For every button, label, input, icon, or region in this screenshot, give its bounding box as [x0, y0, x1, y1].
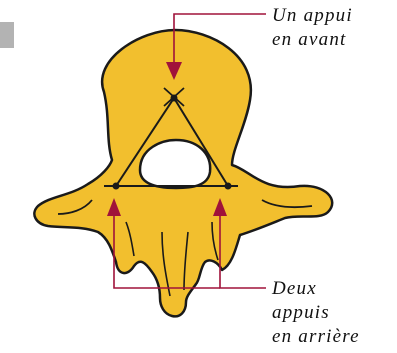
rear-supports-label: Deux appuis en arrière: [272, 277, 360, 349]
rear-supports-label-line1: Deux: [272, 277, 360, 301]
front-support-label: Un appui en avant: [272, 4, 353, 52]
rear-left-support-point: [113, 183, 120, 190]
front-support-point: [171, 95, 178, 102]
rear-right-support-point: [225, 183, 232, 190]
front-support-label-line2: en avant: [272, 28, 353, 52]
vertebral-foramen: [140, 140, 210, 188]
rear-supports-label-line2: appuis: [272, 301, 360, 325]
front-support-label-line1: Un appui: [272, 4, 353, 28]
rear-supports-label-line3: en arrière: [272, 325, 360, 349]
